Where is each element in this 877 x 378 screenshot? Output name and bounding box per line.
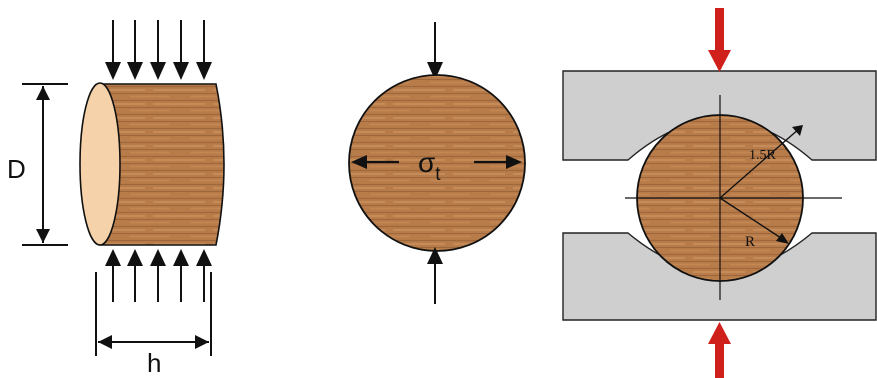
disc-body xyxy=(348,74,526,252)
disc-specimen: σt xyxy=(348,22,526,304)
cylinder-body xyxy=(99,83,225,246)
tensile-stress-arrow xyxy=(351,155,522,169)
load-arrow xyxy=(150,20,166,80)
top-load-arrows xyxy=(105,20,212,80)
radius-line xyxy=(719,197,789,244)
load-arrow xyxy=(105,20,121,80)
tensile-stress-symbol: σ xyxy=(418,147,435,178)
cylinder-end-face xyxy=(79,82,121,246)
bottom-red-load-arrow xyxy=(708,322,731,378)
tensile-stress-subscript: t xyxy=(435,164,441,185)
length-label: h xyxy=(147,348,161,378)
tensile-stress-label: σt xyxy=(418,147,441,185)
jaw-test-setup: 1.5R R xyxy=(562,8,877,378)
diameter-label: D xyxy=(7,154,26,184)
bottom-load-arrows xyxy=(105,249,212,302)
radius-label: R xyxy=(745,234,755,250)
load-arrow xyxy=(127,20,143,80)
load-arrow xyxy=(173,249,189,302)
load-arrow xyxy=(196,249,212,302)
jaw-radius-line xyxy=(719,125,803,199)
load-arrow xyxy=(105,249,121,302)
load-arrow xyxy=(196,20,212,80)
jaw-radius-label: 1.5R xyxy=(749,148,777,163)
top-point-load-arrow xyxy=(427,22,443,80)
diameter-dimension xyxy=(22,83,68,246)
load-arrow xyxy=(173,20,189,80)
load-arrow xyxy=(150,249,166,302)
bottom-point-load-arrow xyxy=(427,247,443,304)
cylinder-specimen: D h xyxy=(7,20,225,378)
load-arrow xyxy=(127,249,143,302)
length-dimension xyxy=(95,272,212,356)
top-red-load-arrow xyxy=(708,8,731,72)
